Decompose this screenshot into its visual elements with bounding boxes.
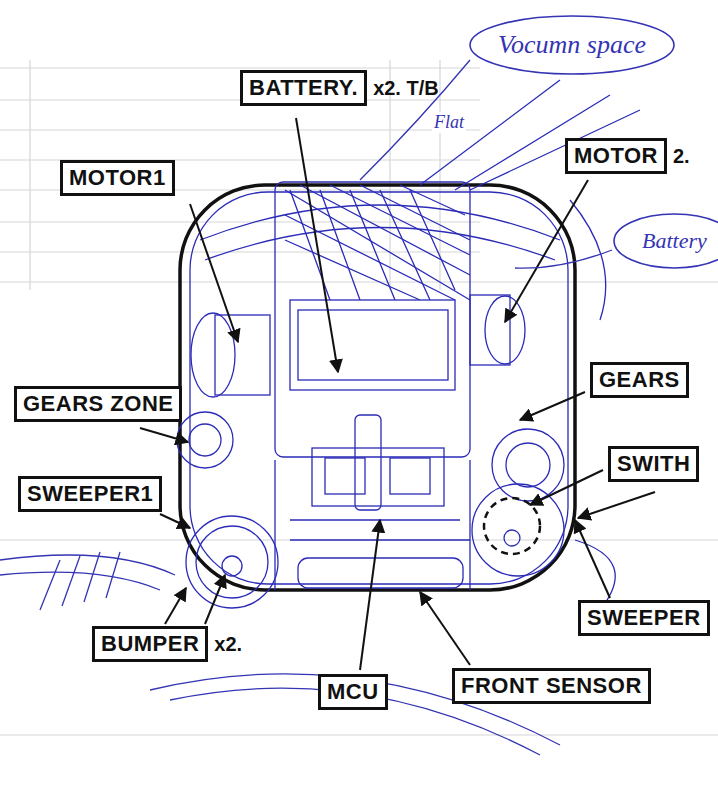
part-label: BATTERY. x2. T/B	[240, 70, 439, 106]
part-label: SWEEPER	[578, 600, 710, 636]
stray-curve	[0, 555, 175, 575]
part-label: MOTOR1	[60, 160, 175, 196]
part-label: MCU	[318, 674, 388, 710]
leader-line	[575, 520, 610, 598]
leader-line	[505, 180, 588, 322]
oval-shape	[470, 16, 674, 74]
part-name: SWITH	[608, 446, 699, 482]
part-label: GEARS	[590, 362, 689, 398]
leader-line	[420, 592, 470, 665]
front-sensor-bar	[298, 558, 463, 588]
part-name: BATTERY.	[240, 70, 367, 106]
handwritten-note: Battery	[642, 228, 707, 254]
part-count: x2.	[214, 633, 242, 656]
sweeper-brush	[472, 484, 564, 576]
part-label: GEARS ZONE	[14, 386, 182, 422]
leader-line	[140, 428, 188, 442]
motor-cylinder	[485, 296, 525, 364]
motor-body	[215, 315, 270, 395]
stray-curve	[0, 572, 160, 590]
mcu-board	[312, 448, 444, 506]
sweeper-brush	[186, 516, 278, 608]
part-name: SWEEPER	[578, 600, 710, 636]
table-line	[0, 734, 718, 735]
table-line	[29, 60, 30, 290]
part-name: SWEEPER1	[18, 476, 162, 512]
leader-lines	[140, 118, 655, 670]
switch-marker	[484, 498, 540, 554]
leader-line	[160, 514, 190, 528]
gear-inner	[506, 443, 550, 487]
battery-cell	[290, 300, 455, 390]
part-label: SWEEPER1	[18, 476, 162, 512]
table-line	[0, 281, 718, 282]
leader-line	[530, 470, 603, 505]
sweeper-hub	[504, 530, 520, 546]
handwritten-note: Vocumn space	[498, 30, 646, 60]
leader-line	[360, 520, 380, 670]
battery-hatch	[290, 190, 455, 300]
switch-slot	[355, 415, 381, 510]
part-label: FRONT SENSOR	[452, 668, 651, 704]
battery-pack	[275, 182, 470, 457]
motor-body	[470, 295, 510, 365]
battery-cell	[298, 310, 448, 380]
part-label: BUMPER x2.	[92, 626, 242, 662]
mcu-chip	[325, 458, 365, 494]
note-oval: Vocumn space	[468, 14, 676, 76]
note-oval: Battery	[612, 212, 718, 270]
note-leader	[360, 60, 470, 180]
leader-line	[190, 204, 238, 342]
part-label: SWITH	[608, 446, 699, 482]
top-curve	[205, 228, 555, 261]
gear-inner	[189, 424, 221, 456]
background-table	[0, 60, 718, 735]
battery-hatch	[285, 185, 470, 300]
leader-line	[205, 575, 225, 624]
part-count: x2. T/B	[373, 77, 439, 100]
gear	[492, 429, 564, 501]
part-name: BUMPER	[92, 626, 208, 662]
part-label: MOTOR 2.	[565, 138, 690, 174]
sweeper-hub	[222, 556, 242, 576]
stray-strokes	[0, 552, 560, 755]
stray-hatch	[40, 552, 120, 610]
handwritten-note: Flat	[432, 112, 466, 133]
part-name: GEARS	[590, 362, 689, 398]
note-leader	[515, 250, 612, 268]
part-count: 2.	[673, 145, 690, 168]
table-line	[0, 67, 480, 68]
leader-line	[296, 118, 338, 372]
leader-line	[520, 392, 585, 420]
part-name: FRONT SENSOR	[452, 668, 651, 704]
sweeper-brush	[196, 526, 268, 598]
part-name: MCU	[318, 674, 388, 710]
motor-cylinder	[191, 313, 235, 397]
part-name: GEARS ZONE	[14, 386, 182, 422]
gear	[177, 412, 233, 468]
mcu-chip	[390, 458, 430, 494]
part-name: MOTOR	[565, 138, 667, 174]
oval-shape	[614, 214, 718, 268]
leader-line	[578, 492, 655, 518]
table-line	[0, 221, 480, 222]
part-name: MOTOR1	[60, 160, 175, 196]
robot-housing	[180, 185, 575, 590]
leader-line	[165, 588, 186, 624]
